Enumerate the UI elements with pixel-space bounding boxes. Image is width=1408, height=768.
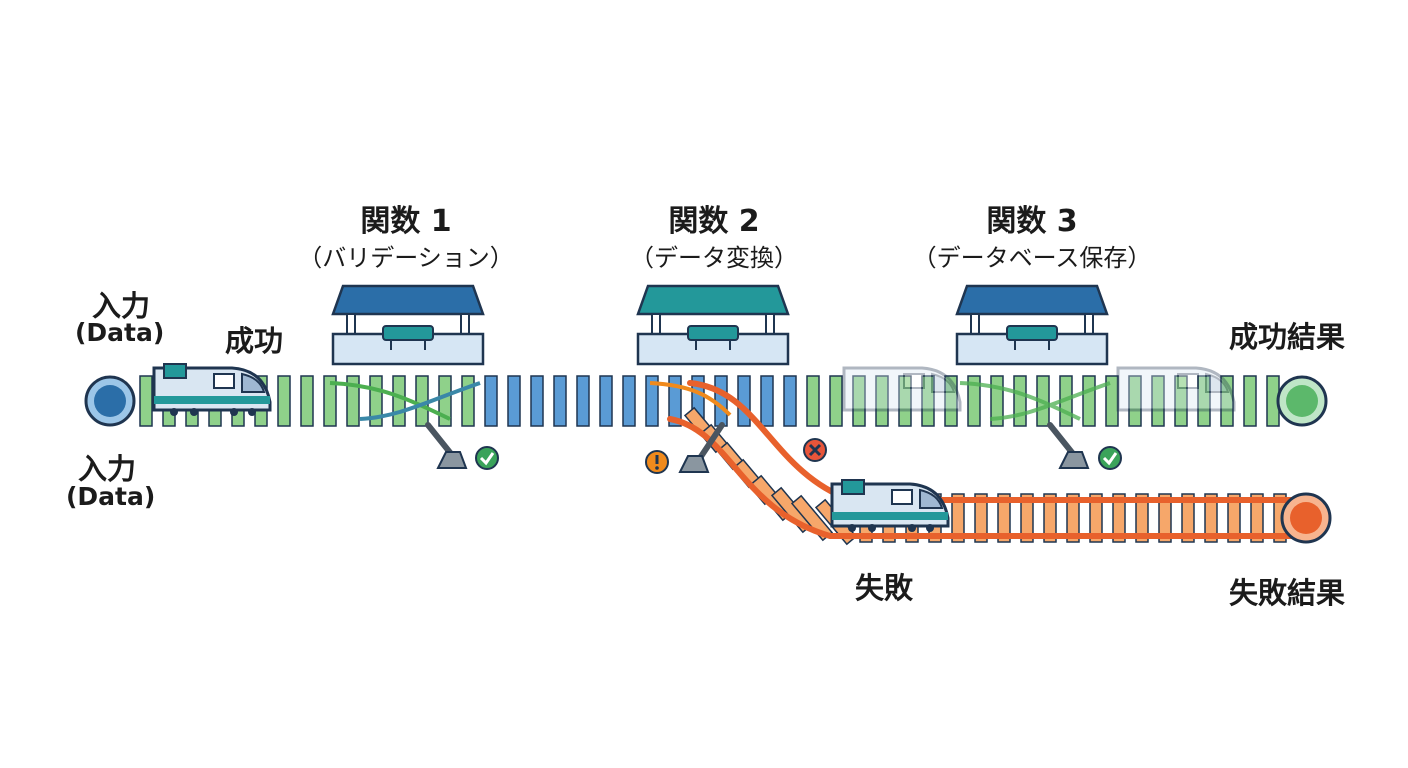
failure-sleeper <box>1020 493 1034 543</box>
failure-sleeper <box>974 493 988 543</box>
switch-lever-1 <box>425 422 468 469</box>
success-result-node <box>1276 375 1328 427</box>
failure-result-node <box>1280 492 1332 544</box>
track-sleeper <box>139 375 153 427</box>
failure-sleeper <box>1112 493 1126 543</box>
station-1 <box>331 284 485 366</box>
failure-sleeper <box>1135 493 1149 543</box>
track-sleeper <box>852 375 866 427</box>
track-sleeper <box>944 375 958 427</box>
track-sleeper <box>622 375 636 427</box>
station-2 <box>636 284 790 366</box>
station-3-subtitle: （データベース保存） <box>912 244 1152 272</box>
track-sleeper <box>1220 375 1234 427</box>
track-sleeper <box>576 375 590 427</box>
track-sleeper <box>1105 375 1119 427</box>
track-sleeper <box>760 375 774 427</box>
track-sleeper <box>806 375 820 427</box>
station-3-title: 関数 3 <box>986 204 1078 239</box>
failure-result-label: 失敗結果 <box>1229 576 1346 610</box>
warning-icon <box>645 450 669 474</box>
track-sleeper <box>277 375 291 427</box>
switch-lever-3 <box>1047 422 1090 469</box>
failure-sleeper <box>1204 493 1218 543</box>
failure-sleeper <box>1066 493 1080 543</box>
station-1-subtitle: （バリデーション） <box>298 244 514 272</box>
track-sleeper <box>599 375 613 427</box>
track-sleeper <box>1197 375 1211 427</box>
check-icon <box>475 446 499 470</box>
failure-sleeper <box>1250 493 1264 543</box>
track-sleeper <box>645 375 659 427</box>
failure-sleeper <box>1158 493 1172 543</box>
failure-sleeper <box>951 493 965 543</box>
failure-sleeper <box>1043 493 1057 543</box>
failure-sleeper <box>1089 493 1103 543</box>
input-node <box>84 375 136 427</box>
track-sleeper <box>346 375 360 427</box>
station-2-title: 関数 2 <box>668 204 760 239</box>
track-sleeper <box>553 375 567 427</box>
input-label-top-line1: 入力 <box>92 289 151 323</box>
failure-label: 失敗 <box>855 571 914 605</box>
train-ghost-1 <box>842 366 962 412</box>
track-sleeper <box>300 375 314 427</box>
track-sleeper <box>1128 375 1142 427</box>
track-sleeper <box>530 375 544 427</box>
station-3 <box>955 284 1109 366</box>
track-sleeper <box>875 375 889 427</box>
track-sleeper <box>507 375 521 427</box>
train-failure <box>830 479 950 532</box>
station-2-subtitle: （データ変換） <box>630 244 798 272</box>
switch-1-curves <box>329 381 481 421</box>
failure-sleeper <box>1181 493 1195 543</box>
track-sleeper <box>1174 375 1188 427</box>
train-input <box>152 363 272 416</box>
track-sleeper <box>829 375 843 427</box>
error-icon <box>803 438 827 462</box>
switch-lever-2 <box>678 422 725 473</box>
track-sleeper <box>921 375 935 427</box>
track-sleeper <box>1151 375 1165 427</box>
track-sleeper <box>1243 375 1257 427</box>
track-sleeper <box>783 375 797 427</box>
track-sleeper <box>668 375 682 427</box>
input-label-bottom-line2: (Data) <box>66 482 156 511</box>
track-sleeper <box>484 375 498 427</box>
failure-sleeper <box>997 493 1011 543</box>
track-sleeper <box>323 375 337 427</box>
train-ghost-2 <box>1116 366 1236 412</box>
success-label: 成功 <box>225 324 284 358</box>
station-1-title: 関数 1 <box>360 204 452 239</box>
failure-sleeper <box>1227 493 1241 543</box>
track-sleeper <box>967 375 981 427</box>
switch-2-curve <box>649 381 732 417</box>
input-label-bottom-line1: 入力 <box>78 452 137 486</box>
success-result-label: 成功結果 <box>1229 320 1346 354</box>
track-sleeper <box>898 375 912 427</box>
switch-3-curves <box>959 381 1111 421</box>
failure-track-sleepers <box>683 406 1287 546</box>
input-label-top-line2: (Data) <box>75 318 165 347</box>
check-icon <box>1098 446 1122 470</box>
